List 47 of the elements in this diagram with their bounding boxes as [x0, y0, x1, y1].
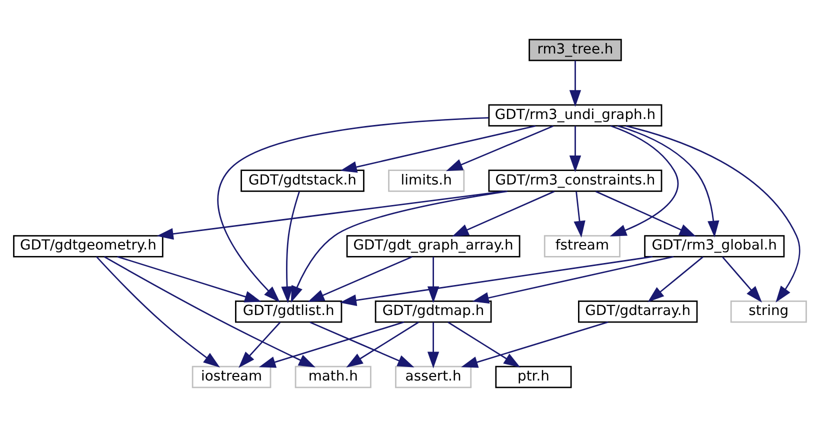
- arrow: [308, 256, 412, 302]
- node-box: ptr.h: [495, 365, 572, 388]
- arrow: [574, 190, 586, 238]
- arrow: [427, 322, 440, 368]
- node-box: GDT/gdt_graph_array.h: [346, 234, 520, 257]
- arrow: [569, 60, 582, 106]
- node-box: iostream: [192, 365, 272, 388]
- arrow: [722, 256, 762, 302]
- node-box: rm3_tree.h: [528, 38, 622, 61]
- node-box: fstream: [544, 234, 620, 257]
- node-box: GDT/gdtmap.h: [374, 300, 492, 322]
- arrow: [346, 321, 419, 367]
- node-box: GDT/gdtlist.h: [235, 300, 342, 322]
- node-box: GDT/rm3_constraints.h: [488, 169, 662, 192]
- arrow: [648, 256, 704, 302]
- arrow: [626, 124, 800, 302]
- arrow: [569, 126, 582, 172]
- node-box: GDT/rm3_global.h: [644, 234, 785, 257]
- node-box: string: [730, 300, 807, 322]
- arrow: [258, 320, 404, 368]
- arrow: [340, 256, 653, 306]
- node-box: GDT/rm3_undi_graph.h: [488, 104, 662, 126]
- arrow: [290, 190, 508, 302]
- arrow: [446, 124, 554, 171]
- arrow: [117, 256, 262, 302]
- arrow: [427, 256, 440, 303]
- arrow: [156, 190, 505, 240]
- arrow: [281, 190, 300, 303]
- arrow: [310, 321, 414, 367]
- arrow: [104, 256, 316, 367]
- arrow: [617, 124, 720, 237]
- arrow: [96, 256, 220, 367]
- arrow: [238, 321, 281, 368]
- arrow: [448, 321, 520, 367]
- node-box: GDT/gdtarray.h: [578, 300, 698, 322]
- arrow: [610, 124, 679, 236]
- arrow: [461, 320, 608, 368]
- node-box: GDT/gdtstack.h: [240, 169, 364, 192]
- node-box: limits.h: [388, 169, 465, 192]
- arrow: [217, 116, 489, 302]
- node-box: assert.h: [395, 365, 472, 388]
- arrow: [452, 190, 555, 236]
- arrow: [595, 190, 696, 236]
- arrow: [340, 124, 536, 172]
- arrow: [472, 256, 674, 304]
- node-box: math.h: [294, 365, 372, 388]
- node-box: GDT/gdtgeometry.h: [13, 234, 164, 257]
